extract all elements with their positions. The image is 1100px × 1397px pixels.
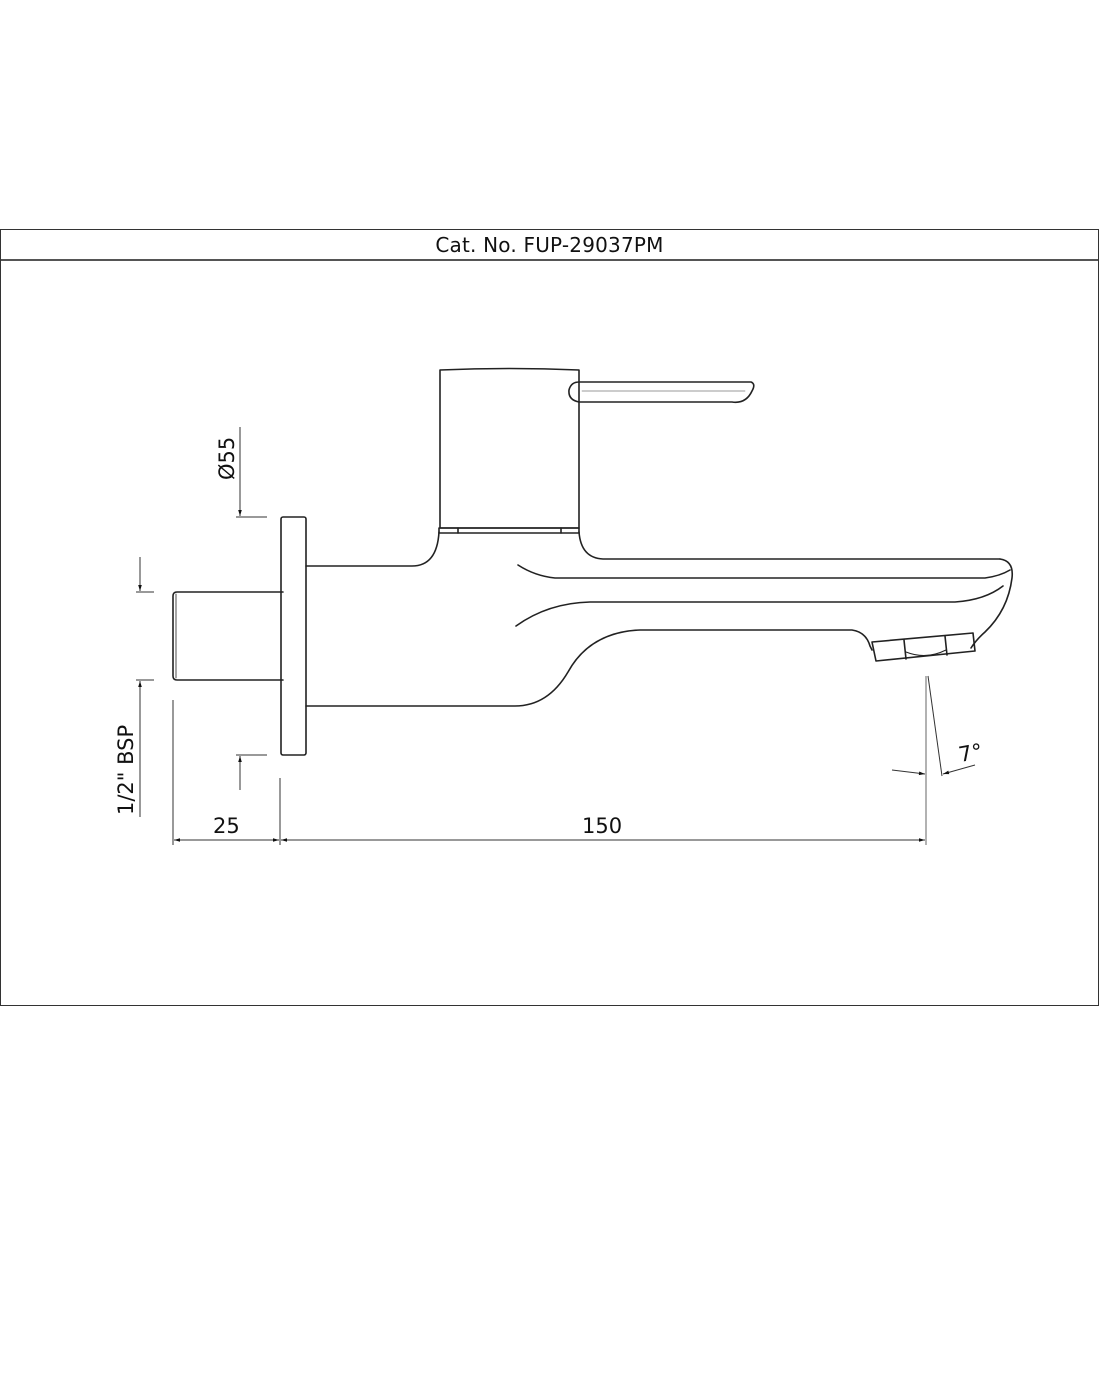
drawing-sheet: Cat. No. FUP-29037PM xyxy=(0,229,1099,1006)
projection-label: 150 xyxy=(582,814,622,838)
inlet-pipe xyxy=(172,591,284,681)
angle-label: 7° xyxy=(957,739,985,767)
lever-handle xyxy=(568,381,755,404)
tap-body xyxy=(305,531,1014,707)
thread-label: 1/2" BSP xyxy=(114,725,138,815)
thread-dimension xyxy=(136,557,154,817)
angle-dimension xyxy=(891,764,976,776)
handle-cylinder xyxy=(438,367,580,534)
title-bar: Cat. No. FUP-29037PM xyxy=(1,230,1098,261)
diameter-label: Ø55 xyxy=(215,437,239,480)
catalog-number: Cat. No. FUP-29037PM xyxy=(435,232,664,257)
diameter-dimension xyxy=(236,427,267,790)
aerator xyxy=(871,632,976,662)
wall-flange xyxy=(280,516,307,756)
inlet-length-label: 25 xyxy=(213,814,240,838)
